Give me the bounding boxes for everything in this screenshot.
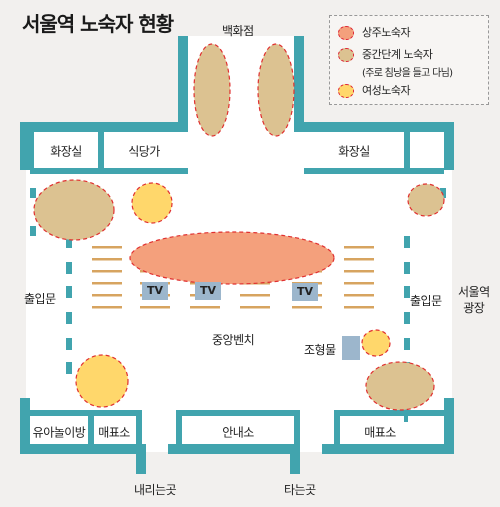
bench-row-4-0 bbox=[92, 294, 122, 297]
intermediate-marker-bottom-right bbox=[365, 361, 435, 411]
room-restroom-right: 화장실 bbox=[338, 144, 370, 159]
bench-row-4-3 bbox=[240, 294, 270, 297]
bench-row-5-5 bbox=[344, 306, 374, 309]
tv-screen-3: TV bbox=[292, 283, 318, 301]
bench-row-2-5 bbox=[344, 270, 374, 273]
legend-note-intermediate: (주로 침낭을 들고 다님) bbox=[362, 68, 453, 79]
sculpture-block bbox=[342, 336, 360, 360]
bench-row-3-5 bbox=[344, 282, 374, 285]
legend-label-resident: 상주노숙자 bbox=[362, 26, 411, 39]
label-sculpture: 조형물 bbox=[304, 343, 336, 357]
bench-row-1-0 bbox=[92, 258, 122, 261]
bench-row-2-0 bbox=[92, 270, 122, 273]
room-restaurant: 식당가 bbox=[128, 144, 160, 159]
tv-screen-1: TV bbox=[142, 282, 168, 300]
legend-swatch-intermediate bbox=[338, 48, 354, 62]
label-department-store: 백화점 bbox=[222, 24, 254, 38]
label-central-bench: 중앙벤치 bbox=[212, 333, 255, 347]
female-marker-upper bbox=[131, 182, 173, 224]
homeless-markers bbox=[33, 43, 445, 411]
intermediate-marker-right-door bbox=[407, 183, 445, 217]
legend-swatch-resident bbox=[338, 26, 354, 40]
bench-row-5-3 bbox=[240, 306, 270, 309]
bench-row-5-1 bbox=[140, 306, 170, 309]
label-departure: 타는곳 bbox=[284, 483, 316, 497]
legend-swatch-female bbox=[338, 84, 354, 98]
intermediate-marker-left-door bbox=[33, 179, 115, 241]
room-ticket-right: 매표소 bbox=[364, 425, 396, 440]
legend: 상주노숙자 중간단계 노숙자 (주로 침낭을 들고 다님) 여성노숙자 bbox=[329, 15, 489, 105]
room-restroom-left: 화장실 bbox=[50, 144, 82, 159]
resident-marker-center bbox=[129, 231, 335, 285]
bench-row-4-5 bbox=[344, 294, 374, 297]
female-marker-lower bbox=[75, 354, 129, 408]
bench-row-3-0 bbox=[92, 282, 122, 285]
bench-row-0-0 bbox=[92, 246, 122, 249]
room-nursery: 유아놀이방 bbox=[32, 425, 86, 440]
female-marker-right bbox=[361, 329, 391, 357]
bench-row-1-5 bbox=[344, 258, 374, 261]
label-exit-left: 출입문 bbox=[24, 292, 56, 306]
bench-row-5-0 bbox=[92, 306, 122, 309]
room-info: 안내소 bbox=[222, 425, 254, 440]
label-plaza: 서울역 광장 bbox=[458, 285, 490, 315]
legend-label-intermediate: 중간단계 노숙자 bbox=[362, 48, 433, 61]
label-arrival: 내리는곳 bbox=[134, 483, 177, 497]
bench-row-0-5 bbox=[344, 246, 374, 249]
legend-label-female: 여성노숙자 bbox=[362, 84, 411, 97]
intermediate-marker-top-right bbox=[257, 43, 295, 137]
room-ticket-left: 매표소 bbox=[98, 425, 130, 440]
tv-screen-2: TV bbox=[195, 282, 221, 300]
page-title: 서울역 노숙자 현황 bbox=[22, 12, 174, 36]
bench-row-5-2 bbox=[190, 306, 220, 309]
intermediate-marker-top-left bbox=[193, 43, 231, 137]
label-exit-right: 출입문 bbox=[410, 294, 442, 308]
bench-row-5-4 bbox=[292, 306, 322, 309]
